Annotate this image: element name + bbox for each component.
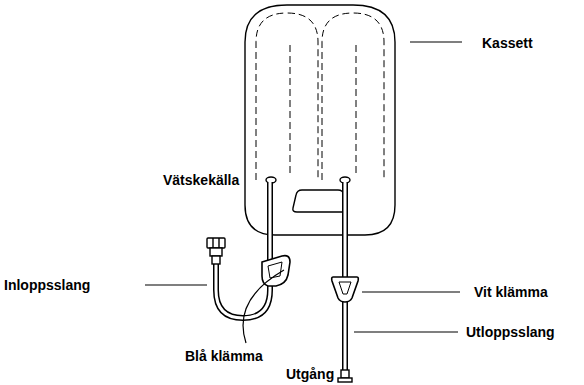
- part-label: Utgång: [286, 366, 334, 382]
- part-label: Vit klämma: [474, 284, 548, 300]
- part-label: Blå klämma: [185, 348, 263, 364]
- part-label: Kassett: [482, 35, 533, 51]
- fluid-source-connector: [207, 238, 225, 264]
- inlet-tube: [216, 182, 270, 318]
- part-label: Inloppsslang: [4, 277, 90, 293]
- leader-line: [145, 42, 462, 332]
- cassette-window: [293, 190, 347, 212]
- outlet-connector: [338, 370, 352, 382]
- leader-line: [243, 270, 284, 343]
- bag-outline: [256, 13, 384, 180]
- white-clamp: [332, 277, 359, 302]
- part-label: Utloppsslang: [466, 324, 555, 340]
- part-label: Vätskekälla: [163, 172, 239, 188]
